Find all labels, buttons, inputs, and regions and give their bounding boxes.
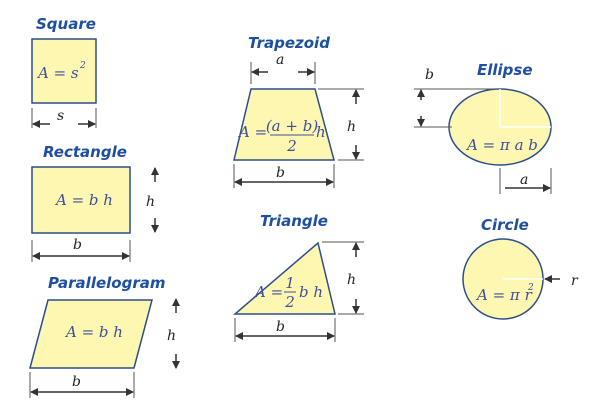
trapezoid-formula-denominator: 2 bbox=[286, 137, 297, 155]
parallelogram-width-dimension bbox=[29, 372, 135, 398]
square-width-dimension bbox=[31, 108, 97, 128]
triangle-formula-denominator: 2 bbox=[284, 293, 295, 311]
square-formula: A = s bbox=[36, 64, 79, 82]
square-side-label: s bbox=[57, 108, 64, 124]
circle-formula: A = π r bbox=[475, 286, 533, 304]
ellipse-b-label: b bbox=[425, 67, 434, 83]
parallelogram-formula: A = b h bbox=[64, 323, 123, 341]
triangle-formula: A = 1 2 b h bbox=[253, 274, 323, 311]
triangle-base-dimension bbox=[234, 318, 336, 342]
square-group: Square A = s 2 s bbox=[31, 15, 97, 128]
circle-formula-exponent: 2 bbox=[527, 283, 534, 293]
square-title: Square bbox=[36, 15, 96, 33]
rectangle-title: Rectangle bbox=[43, 143, 127, 161]
trapezoid-title: Trapezoid bbox=[248, 34, 330, 52]
rectangle-width-dimension bbox=[31, 240, 131, 262]
rectangle-group: Rectangle A = b h h b bbox=[31, 143, 159, 262]
trapezoid-group: Trapezoid a A = (a + b) 2 h h bbox=[233, 34, 364, 188]
ellipse-semi-axis-a-dimension bbox=[499, 126, 552, 194]
triangle-formula-suffix: b h bbox=[299, 283, 323, 301]
trapezoid-shape bbox=[233, 88, 335, 161]
trapezoid-height-label: h bbox=[347, 119, 356, 135]
triangle-formula-numerator: 1 bbox=[285, 274, 295, 292]
trapezoid-top-dimension bbox=[250, 62, 316, 84]
triangle-base-label: b bbox=[276, 319, 285, 335]
circle-group: Circle r A = π r 2 bbox=[462, 216, 579, 320]
rectangle-shape bbox=[31, 166, 131, 234]
triangle-height-dimension bbox=[322, 241, 364, 315]
circle-title: Circle bbox=[481, 216, 529, 234]
triangle-title: Triangle bbox=[260, 212, 328, 230]
trapezoid-formula-numerator: (a + b) bbox=[266, 117, 319, 135]
circle-r-label: r bbox=[571, 273, 579, 289]
ellipse-formula: A = π a b bbox=[465, 136, 538, 154]
trapezoid-formula-prefix: A = bbox=[237, 123, 267, 141]
ellipse-title: Ellipse bbox=[477, 61, 533, 79]
parallelogram-shape bbox=[29, 299, 153, 369]
triangle-formula-prefix: A = bbox=[253, 283, 283, 301]
rectangle-width-label: b bbox=[73, 237, 82, 253]
trapezoid-top-label: a bbox=[276, 52, 284, 68]
rectangle-formula: A = b h bbox=[54, 191, 113, 209]
trapezoid-formula-suffix: h bbox=[316, 123, 326, 141]
triangle-height-label: h bbox=[347, 272, 356, 288]
trapezoid-height-dimension bbox=[318, 88, 364, 161]
ellipse-a-label: a bbox=[520, 172, 528, 188]
rectangle-height-label: h bbox=[146, 194, 155, 210]
trapezoid-bottom-dimension bbox=[233, 164, 335, 188]
parallelogram-title: Parallelogram bbox=[48, 274, 165, 292]
ellipse-semi-axis-b-dimension bbox=[414, 88, 501, 128]
trapezoid-formula: A = (a + b) 2 h bbox=[237, 117, 326, 155]
ellipse-group: Ellipse b a A = π a b bbox=[414, 61, 552, 194]
square-formula-exponent: 2 bbox=[79, 61, 86, 71]
triangle-shape bbox=[232, 241, 336, 315]
square-shape bbox=[31, 38, 97, 104]
parallelogram-width-label: b bbox=[72, 374, 81, 390]
parallelogram-group: Parallelogram A = b h h b bbox=[29, 274, 180, 398]
triangle-group: Triangle A = 1 2 b h h b bbox=[232, 212, 364, 342]
trapezoid-bottom-label: b bbox=[276, 165, 285, 181]
parallelogram-height-label: h bbox=[167, 328, 176, 344]
